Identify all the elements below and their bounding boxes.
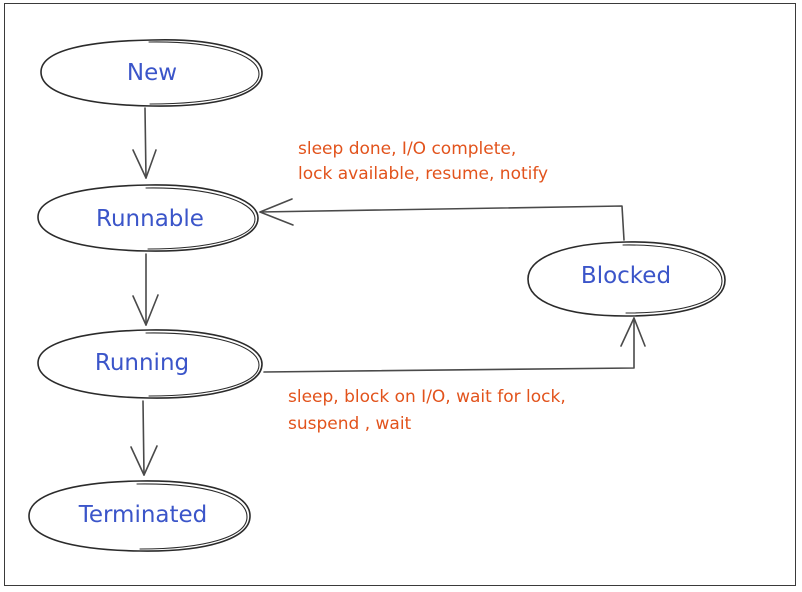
edge-label-blocked-to-runnable-line2: lock available, resume, notify xyxy=(298,164,548,184)
edge-label-running-to-blocked-line1: sleep, block on I/O, wait for lock, xyxy=(288,387,566,407)
node-running: Running xyxy=(37,329,263,399)
node-new-label: New xyxy=(127,60,177,86)
edge-running-to-terminated xyxy=(130,400,158,476)
node-terminated-label: Terminated xyxy=(78,502,208,528)
edge-blocked-to-runnable xyxy=(259,198,625,241)
node-runnable: Runnable xyxy=(37,184,259,252)
node-runnable-label: Runnable xyxy=(96,206,204,232)
node-running-label: Running xyxy=(95,350,189,376)
node-blocked-label: Blocked xyxy=(581,263,671,289)
node-blocked: Blocked xyxy=(527,241,726,317)
edge-label-running-to-blocked-line2: suspend , wait xyxy=(288,414,412,434)
node-new: New xyxy=(40,39,263,107)
edge-runnable-to-running xyxy=(132,253,159,326)
edge-new-to-runnable xyxy=(132,107,157,179)
edge-label-blocked-to-runnable-line1: sleep done, I/O complete, xyxy=(298,139,516,159)
edge-running-to-blocked xyxy=(263,317,646,373)
node-terminated: Terminated xyxy=(28,480,251,552)
diagram-frame xyxy=(4,3,796,586)
